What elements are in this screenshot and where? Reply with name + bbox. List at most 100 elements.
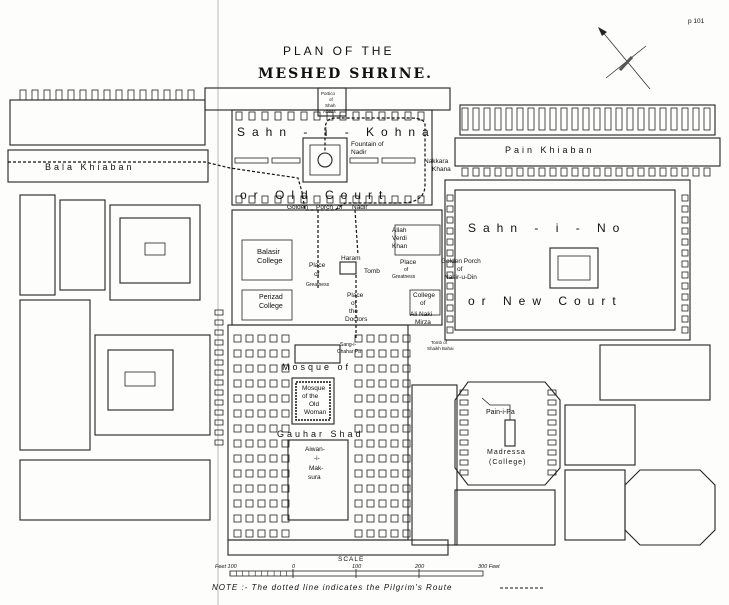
arcade-cell bbox=[214, 389, 224, 396]
arcade-cell bbox=[366, 469, 375, 478]
arcade-cell bbox=[245, 364, 254, 373]
label-place-doctors-2: of bbox=[351, 300, 357, 307]
arcade-cell bbox=[257, 514, 266, 523]
title-line1: PLAN OF THE bbox=[283, 44, 394, 58]
arcade-cell bbox=[538, 107, 546, 131]
arcade-cell bbox=[269, 454, 278, 463]
arcade-cell bbox=[659, 107, 667, 131]
title-line2: MESHED SHRINE. bbox=[258, 66, 433, 82]
arcade-cell bbox=[505, 107, 513, 131]
arcade-cell bbox=[446, 216, 454, 224]
arcade-cell bbox=[261, 195, 269, 204]
label-fountain-2: Nadir bbox=[351, 149, 367, 156]
arcade-cell bbox=[378, 484, 387, 493]
label-old-court: or Old Court bbox=[240, 188, 389, 202]
fountain-of-nadir bbox=[317, 152, 333, 168]
arcade-cell bbox=[459, 459, 469, 466]
arcade-cell bbox=[681, 326, 689, 334]
arcade-cell bbox=[402, 454, 411, 463]
label-madressa-2: (College) bbox=[489, 459, 526, 466]
arcade-cell bbox=[214, 409, 224, 416]
arcade-cell bbox=[366, 484, 375, 493]
arcade-cell bbox=[604, 107, 612, 131]
label-golden-porch-nadir-2: Porch bbox=[316, 204, 333, 211]
arcade-cell bbox=[692, 107, 700, 131]
arcade-cell bbox=[378, 379, 387, 388]
arcade-cell bbox=[187, 89, 195, 101]
label-new-court: or New Court bbox=[468, 294, 623, 308]
arcade-cell bbox=[354, 394, 363, 403]
arcade-cell bbox=[459, 409, 469, 416]
arcade-cell bbox=[245, 439, 254, 448]
arcade-cell bbox=[681, 249, 689, 257]
arcade-cell bbox=[615, 107, 623, 131]
arcade-cell bbox=[446, 315, 454, 323]
label-place-doctors: Place bbox=[347, 292, 364, 299]
arcade-cell bbox=[571, 107, 579, 131]
arcade-cell bbox=[281, 514, 290, 523]
arcade-cell bbox=[269, 409, 278, 418]
aiwan-i-maksura bbox=[287, 439, 349, 521]
arcade-cell bbox=[269, 514, 278, 523]
arcade-cell bbox=[257, 439, 266, 448]
arcade-cell bbox=[378, 424, 387, 433]
label-place-doctors-3: the bbox=[349, 308, 358, 315]
arcade-cell bbox=[391, 111, 399, 121]
arcade-cell bbox=[446, 293, 454, 301]
arcade-cell bbox=[91, 89, 99, 101]
arcade-cell bbox=[560, 167, 568, 177]
label-old-woman-4: Woman bbox=[304, 409, 327, 416]
label-place-greatness-right: Place bbox=[400, 259, 417, 266]
pilgrim-route bbox=[8, 117, 426, 340]
label-nakkara-2: Khana bbox=[432, 166, 451, 173]
arcade-cell bbox=[494, 167, 502, 177]
arcade-cell bbox=[163, 89, 171, 101]
arcade-cell bbox=[366, 514, 375, 523]
arcade-cell bbox=[459, 389, 469, 396]
arcade-cell bbox=[214, 329, 224, 336]
label-mosque-of: Mosque of bbox=[282, 362, 351, 372]
label-golden-porch-nasir-3: Nasir-u-Din bbox=[444, 274, 477, 281]
arcade-cell bbox=[402, 484, 411, 493]
arcade-cell bbox=[269, 349, 278, 358]
arcade-cell bbox=[235, 195, 243, 204]
label-aiwan-3: Mak- bbox=[309, 465, 323, 472]
label-tomb-shaikh-2: Shaikh Bahai bbox=[427, 346, 454, 351]
label-college-ali-3: Ali Naki bbox=[410, 311, 432, 318]
arcade-cell bbox=[459, 449, 469, 456]
arcade-cell bbox=[446, 194, 454, 202]
arcade-cell bbox=[402, 394, 411, 403]
arcade-cell bbox=[354, 499, 363, 508]
label-aiwan: Aiwan- bbox=[305, 446, 325, 453]
label-sahn-i-kohna: Sahn - i - Kohna bbox=[237, 125, 436, 139]
arcade-cell bbox=[245, 394, 254, 403]
label-aiwan-4: sura bbox=[308, 474, 321, 481]
arcade-cell bbox=[390, 379, 399, 388]
arcade-cell bbox=[637, 167, 645, 177]
arcade-cell bbox=[281, 529, 290, 538]
arcade-cell bbox=[326, 111, 334, 121]
arcade-cell bbox=[233, 499, 242, 508]
page-number: p 101 bbox=[688, 18, 705, 25]
scale-bar: SCALE Feet 100 0 100 200 300 Feet bbox=[215, 556, 500, 578]
arcade-cell bbox=[313, 111, 321, 121]
arcade-cell bbox=[402, 334, 411, 343]
arcade-cell bbox=[378, 334, 387, 343]
label-tomb-shaikh: Tomb of bbox=[431, 340, 448, 345]
arcade-cell bbox=[390, 529, 399, 538]
arcade-cell bbox=[366, 394, 375, 403]
arcade-cell bbox=[214, 429, 224, 436]
arcade-cell bbox=[233, 484, 242, 493]
arcade-cell bbox=[366, 364, 375, 373]
arcade-cell bbox=[402, 349, 411, 358]
arcade-cell bbox=[390, 469, 399, 478]
north-arrow-icon bbox=[598, 27, 651, 90]
label-portico: Portico of Shah Abbas bbox=[321, 91, 337, 114]
label-nakkara-1: Nakkara bbox=[424, 158, 449, 165]
arcade-cells bbox=[19, 89, 711, 538]
arcade-cell bbox=[235, 111, 243, 121]
arcade-cell bbox=[538, 167, 546, 177]
arcade-cell bbox=[483, 107, 491, 131]
